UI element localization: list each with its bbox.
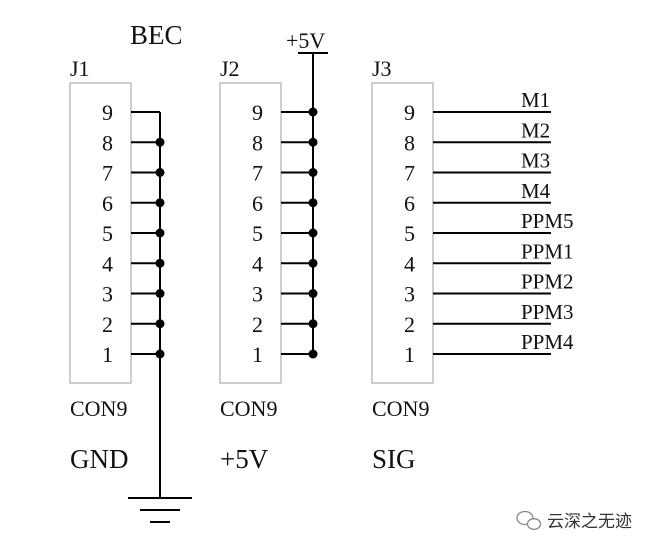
pin-number: 2 [102,312,113,337]
pin-number: 1 [252,342,263,367]
connector-ref: J2 [220,56,240,81]
pin-labels: 9 8 7 6 5 4 3 2 1 [102,100,113,367]
junction-dot [308,137,318,147]
pin-wires [281,111,313,355]
connector-body [219,82,282,384]
pin-number: 8 [252,130,263,155]
watermark: 云深之无迹 [516,510,632,532]
connector-j2: J2 9 8 7 6 5 4 3 2 1 CON9 +5V [219,56,318,474]
connector-body [371,82,434,384]
junction-dot [308,168,318,177]
signal-wires [433,111,551,355]
connector-ref: J1 [70,56,90,81]
junction-dot [155,137,165,147]
net-label: GND [70,444,129,474]
pin-number: 3 [252,282,263,307]
connector-j3: J3 9 8 7 6 5 4 3 2 1 M1M2M3M4PPM5PPM1PPM2PPM3PPM… [371,56,574,474]
signal-label: PPM2 [521,270,574,294]
pin-number: 8 [102,130,113,155]
pin-number: 6 [102,191,113,216]
pin-number: 5 [102,221,113,246]
pin-labels: 9 8 7 6 5 4 3 2 1 [404,100,415,367]
junction-dot [308,319,318,329]
junction-dot [155,228,165,238]
signal-label: M4 [521,179,551,203]
connector-part: CON9 [70,396,127,421]
junction-dot [308,258,318,268]
connector-ref: J3 [372,56,392,81]
junction-dots [308,107,318,359]
junction-dot [308,228,318,238]
signal-label: M1 [521,88,550,112]
signal-label: PPM4 [521,330,574,354]
pin-number: 2 [252,312,263,337]
connector-body [69,82,132,384]
junction-dot [308,349,318,359]
junction-dot [308,107,318,117]
pin-number: 5 [404,221,415,246]
pin-number: 4 [404,251,415,276]
pin-number: 7 [404,161,415,186]
junction-dot [155,258,165,268]
junction-dot [155,349,165,359]
pin-number: 9 [252,100,263,125]
junction-dot [308,289,318,298]
pin-number: 9 [404,100,415,125]
pin-number: 7 [252,161,263,186]
supply-label: +5V [286,28,325,53]
pin-number: 6 [404,191,415,216]
wechat-icon [516,510,542,530]
connector-part: CON9 [220,396,277,421]
pin-number: 6 [252,191,263,216]
junction-dot [155,168,165,177]
title-label: BEC [130,20,183,50]
signal-label: M3 [521,149,550,173]
junction-dot [155,319,165,329]
junction-dot [155,198,165,208]
pin-number: 5 [252,221,263,246]
net-label: SIG [372,444,416,474]
pin-number: 9 [102,100,113,125]
connector-j1: J1 9 8 7 6 5 4 3 2 1 CON9 GND [69,56,192,523]
signal-label: PPM5 [521,209,574,233]
pin-number: 1 [404,342,415,367]
pin-number: 1 [102,342,113,367]
connector-part: CON9 [372,396,429,421]
pin-number: 3 [404,282,415,307]
junction-dots [155,137,165,359]
ground-symbol [128,497,192,523]
pin-wires [131,111,160,355]
pin-number: 8 [404,130,415,155]
watermark-text: 云深之无迹 [547,512,632,532]
pin-number: 3 [102,282,113,307]
signal-label: M2 [521,118,550,142]
signal-label: PPM3 [521,300,574,324]
pin-number: 4 [252,251,263,276]
pin-labels: 9 8 7 6 5 4 3 2 1 [252,100,263,367]
junction-dot [155,289,165,298]
junction-dot [308,198,318,208]
pin-number: 4 [102,251,113,276]
pin-number: 7 [102,161,113,186]
pin-number: 2 [404,312,415,337]
net-label: +5V [220,444,269,474]
signal-label: PPM1 [521,239,574,263]
